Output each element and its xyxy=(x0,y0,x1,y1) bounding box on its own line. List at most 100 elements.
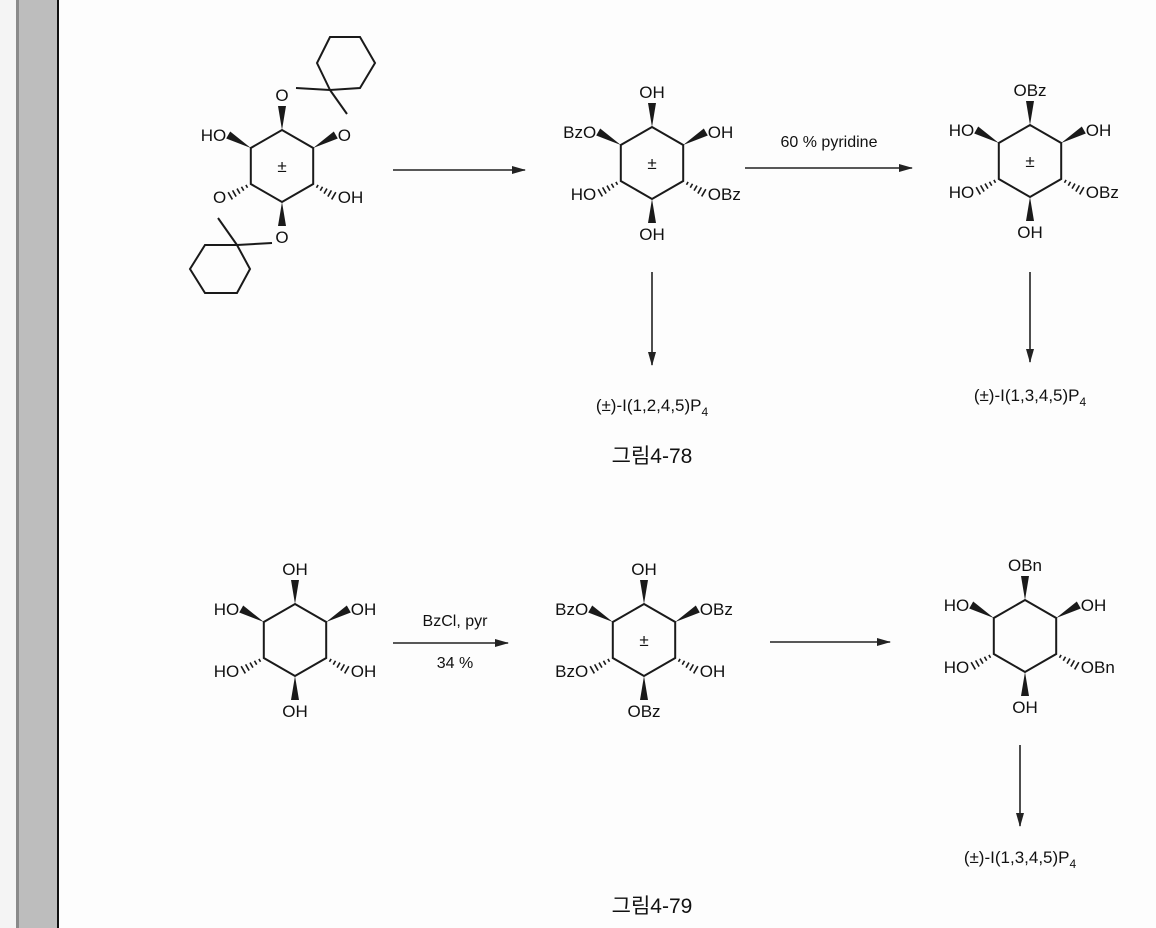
substituent-label: HO xyxy=(571,185,597,204)
cyclohexane-ring xyxy=(315,36,377,92)
hash-bond xyxy=(240,658,262,674)
cyclohexylidene-groups xyxy=(188,36,377,294)
substituent-label: BzO xyxy=(563,123,596,142)
substituent-label: HO xyxy=(201,126,227,145)
wedge-bond xyxy=(640,580,648,604)
wedge-bond xyxy=(1026,197,1034,221)
hash-bond xyxy=(597,181,619,197)
molecule-myo-inositol: OH OH OH OH HO HO xyxy=(214,560,377,721)
wedge-bond xyxy=(291,676,299,700)
reaction-condition: 60 % pyridine xyxy=(781,134,878,151)
racemic-mark: ± xyxy=(1025,152,1034,171)
substituent-label: OH xyxy=(639,225,665,244)
substituent-label: HO xyxy=(944,596,970,615)
substituent-label: OBz xyxy=(1086,183,1119,202)
wedge-bond xyxy=(226,131,251,148)
substituent-label: O xyxy=(275,228,288,247)
hash-bond xyxy=(1063,179,1085,195)
substituent-label: BzO xyxy=(555,662,588,681)
substituent-label: OBz xyxy=(1013,81,1046,100)
window-edge-line xyxy=(16,0,19,928)
substituent-label: OH xyxy=(1086,121,1112,140)
substituent-label: BzO xyxy=(555,600,588,619)
wedge-bond xyxy=(588,605,613,622)
hash-bond xyxy=(315,184,337,200)
substituent-label: OH xyxy=(338,188,364,207)
hash-bond xyxy=(227,184,249,200)
page-border xyxy=(57,0,59,928)
racemic-mark: ± xyxy=(639,631,648,650)
substituent-label: HO xyxy=(214,662,240,681)
hash-bond xyxy=(1058,654,1080,670)
substituent-label: OH xyxy=(351,600,377,619)
substituent-label: OH xyxy=(1017,223,1043,242)
hash-bond xyxy=(975,179,997,195)
wedge-bond xyxy=(278,202,286,226)
substituent-label: HO xyxy=(949,121,975,140)
wedge-bond xyxy=(326,605,351,622)
substituent-label: OH xyxy=(282,560,308,579)
wedge-bond xyxy=(278,106,286,130)
substituent-label: HO xyxy=(214,600,240,619)
wedge-bond xyxy=(1061,126,1086,143)
wedge-bond xyxy=(1026,101,1034,125)
product-label: (±)-I(1,3,4,5)P4 xyxy=(964,848,1077,871)
substituent-label: O xyxy=(213,188,226,207)
cyclohexane-ring xyxy=(188,244,252,294)
hash-bond xyxy=(685,181,707,197)
substituent-label: OBz xyxy=(708,185,741,204)
cyclohexane-ring xyxy=(262,602,328,678)
substituent-label: HO xyxy=(949,183,975,202)
substituent-label: OH xyxy=(282,702,308,721)
wedge-bond xyxy=(648,103,656,127)
substituent-label: OH xyxy=(631,560,657,579)
hash-bond xyxy=(589,658,611,674)
hash-bond xyxy=(677,658,699,674)
substituent-label: OBz xyxy=(700,600,733,619)
substituent-label: OH xyxy=(1081,596,1107,615)
substituent-label: OH xyxy=(351,662,377,681)
wedge-bond xyxy=(640,676,648,700)
reaction-yield: 34 % xyxy=(437,655,473,672)
wedge-bond xyxy=(675,605,700,622)
substituent-label: OBn xyxy=(1008,556,1042,575)
left-gutter xyxy=(19,0,57,928)
wedge-bond xyxy=(596,128,621,145)
product-label: (±)-I(1,3,4,5)P4 xyxy=(974,386,1087,409)
wedge-bond xyxy=(313,131,338,148)
substituent-label: OH xyxy=(639,83,665,102)
hash-bond xyxy=(970,654,992,670)
wedge-bond xyxy=(648,199,656,223)
substituent-label: OBn xyxy=(1081,658,1115,677)
figure-caption: 그림4-79 xyxy=(612,895,693,918)
wedge-bond xyxy=(1021,672,1029,696)
window-edge xyxy=(0,0,16,928)
document-page xyxy=(59,0,1156,928)
substituent-label: OH xyxy=(700,662,726,681)
wedge-bond xyxy=(1056,601,1081,618)
wedge-bond xyxy=(974,126,999,143)
wedge-bond xyxy=(1021,576,1029,600)
substituent-label: HO xyxy=(944,658,970,677)
wedge-bond xyxy=(291,580,299,604)
figure-caption: 그림4-78 xyxy=(612,445,693,468)
substituent-label: O xyxy=(338,126,351,145)
substituent-label: OBz xyxy=(627,702,660,721)
wedge-bond xyxy=(239,605,264,622)
hash-bond xyxy=(328,658,350,674)
reaction-condition: BzCl, pyr xyxy=(423,613,489,630)
substituent-label: OH xyxy=(708,123,734,142)
substituent-label: OH xyxy=(1012,698,1038,717)
racemic-mark: ± xyxy=(647,154,656,173)
product-label: (±)-I(1,2,4,5)P4 xyxy=(596,396,709,419)
wedge-bond xyxy=(969,601,994,618)
cyclohexane-ring xyxy=(992,598,1058,674)
racemic-mark: ± xyxy=(277,157,286,176)
wedge-bond xyxy=(683,128,708,145)
